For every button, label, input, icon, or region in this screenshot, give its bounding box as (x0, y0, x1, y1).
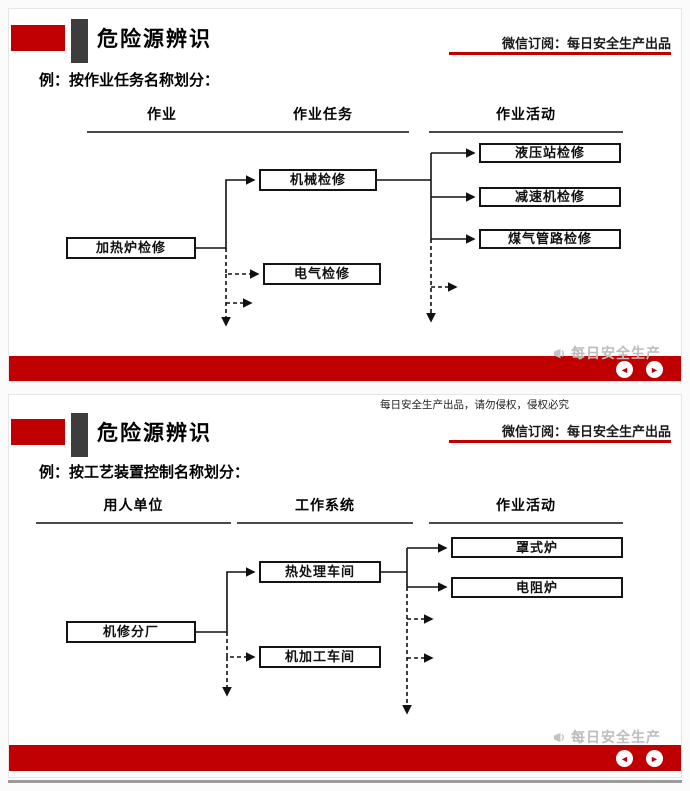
megaphone-icon (553, 348, 564, 358)
page-title: 危险源辨识 (97, 28, 212, 51)
right-arrow-icon: ► (650, 364, 659, 375)
header-dark-bar (71, 19, 88, 63)
next-button[interactable]: ► (646, 750, 663, 767)
megaphone-icon (553, 732, 564, 742)
image-bottom-edge (8, 780, 682, 783)
watermark-text: 每日安全生产 (571, 729, 661, 745)
flow-box-level3-2: 电阻炉 (451, 577, 623, 598)
bottom-red-bar (9, 745, 681, 771)
bottom-red-bar (9, 356, 681, 381)
slide-2: 每日安全生产出品，请勿侵权，侵权必究 危险源辨识 微信订阅：每日安全生产出品 例… (8, 394, 682, 778)
subscription-text: 微信订阅：每日安全生产出品 (501, 36, 671, 51)
left-arrow-icon: ◄ (620, 364, 629, 375)
flow-box-level1: 加热炉检修 (66, 237, 196, 259)
column-header-3: 作业活动 (429, 104, 623, 133)
watermark-text: 每日安全生产 (571, 345, 661, 361)
page-title: 危险源辨识 (97, 422, 212, 445)
column-header-2: 作业任务 (237, 104, 409, 133)
subscription-underline (449, 440, 671, 443)
left-arrow-icon: ◄ (620, 753, 629, 764)
flow-box-level2-1: 机械检修 (259, 169, 377, 191)
next-button[interactable]: ► (646, 361, 663, 378)
header-red-block (11, 25, 65, 51)
watermark: 每日安全生产 (552, 343, 661, 363)
watermark: 每日安全生产 (552, 727, 661, 747)
slide-1: 危险源辨识 微信订阅：每日安全生产出品 例：按作业任务名称划分： 作业 作业任务… (8, 8, 682, 382)
example-label: 例：按工艺装置控制名称划分： (39, 464, 250, 481)
connector-dashed-to-system2 (226, 632, 256, 662)
connector-trunk-to-task1 (196, 175, 256, 249)
flow-box-level2-2: 机加工车间 (259, 646, 381, 668)
connector-dashed-to-task2 (225, 248, 260, 279)
prev-button[interactable]: ◄ (616, 750, 633, 767)
flow-box-level3-3: 煤气管路检修 (479, 229, 621, 249)
connector-trunk-to-system1 (196, 567, 256, 633)
flow-box-level3-1: 液压站检修 (479, 143, 621, 163)
flow-box-level1: 机修分厂 (66, 621, 196, 643)
header-red-block (11, 419, 65, 445)
column-header-1: 用人单位 (36, 495, 231, 524)
prev-button[interactable]: ◄ (616, 361, 633, 378)
right-arrow-icon: ► (650, 753, 659, 764)
column-header-3: 作业活动 (429, 495, 623, 524)
flow-box-level2-2: 电气检修 (263, 263, 381, 285)
copyright-notice: 每日安全生产出品，请勿侵权，侵权必究 (380, 399, 569, 411)
subscription-underline (449, 52, 671, 55)
column-header-1: 作业 (87, 104, 237, 133)
flow-box-level3-1: 罩式炉 (451, 537, 623, 558)
example-label: 例：按作业任务名称划分： (39, 72, 220, 89)
flow-box-level3-2: 减速机检修 (479, 187, 621, 207)
column-header-2: 工作系统 (237, 495, 413, 524)
flow-box-level2-1: 热处理车间 (259, 561, 381, 583)
subscription-text: 微信订阅：每日安全生产出品 (501, 424, 671, 439)
header-dark-bar (71, 413, 88, 457)
